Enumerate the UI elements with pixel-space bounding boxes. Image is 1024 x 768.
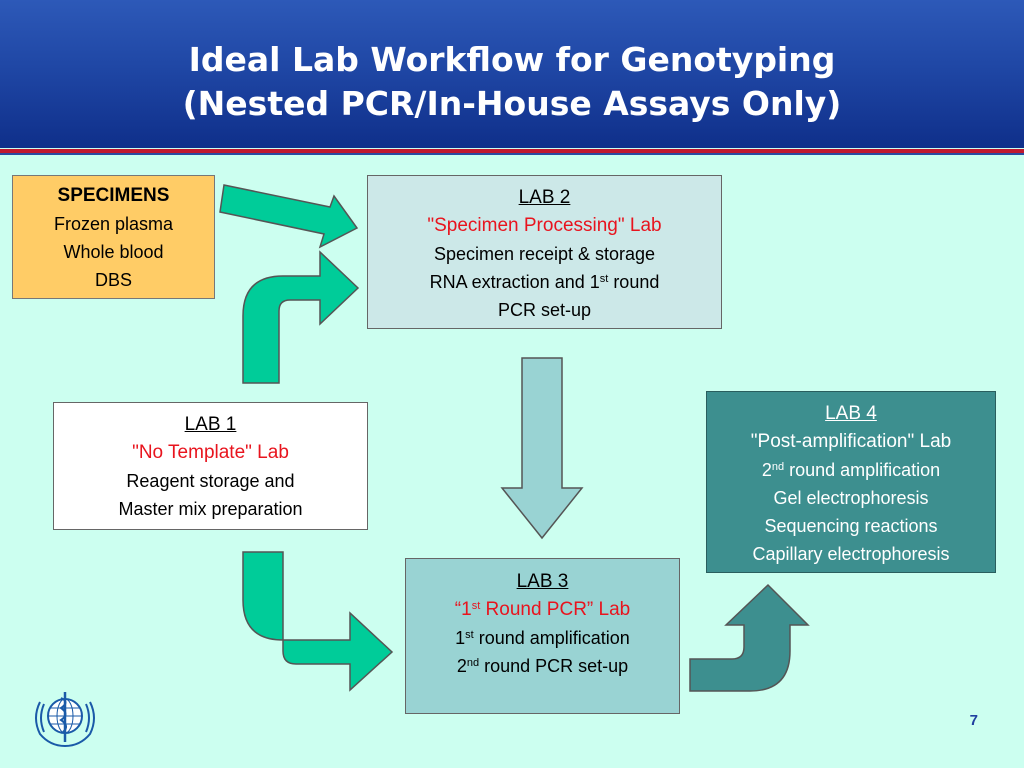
lab4-heading: LAB 4 xyxy=(825,403,877,424)
lab4-line: Gel electrophoresis xyxy=(773,488,929,508)
specimens-heading: SPECIMENS xyxy=(57,185,170,206)
lab4-line: Capillary electrophoresis xyxy=(752,544,950,564)
specimens-box: SPECIMENS Frozen plasma Whole blood DBS xyxy=(12,175,215,299)
arrow-lab2-to-lab3 xyxy=(500,357,584,540)
lab1-line: Reagent storage and xyxy=(126,471,295,491)
lab2-box: LAB 2 "Specimen Processing" Lab Specimen… xyxy=(367,175,722,329)
lab4-line: 2nd round amplification xyxy=(761,460,941,480)
title-banner xyxy=(0,0,1024,148)
slide-title: Ideal Lab Workflow for Genotyping (Neste… xyxy=(0,38,1024,126)
specimen-type: Whole blood xyxy=(63,242,164,262)
specimen-type: DBS xyxy=(94,270,132,290)
divider-red xyxy=(0,149,1024,153)
lab4-box: LAB 4 "Post-amplification" Lab 2nd round… xyxy=(706,391,996,573)
lab1-heading: LAB 1 xyxy=(184,414,237,435)
lab2-name: "Specimen Processing" Lab xyxy=(427,215,662,236)
specimen-type: Frozen plasma xyxy=(53,214,174,234)
lab3-box: LAB 3 “1st Round PCR” Lab 1st round ampl… xyxy=(405,558,680,714)
lab3-line: 2nd round PCR set-up xyxy=(456,656,629,676)
lab1-box: LAB 1 "No Template" Lab Reagent storage … xyxy=(53,402,368,530)
lab3-heading: LAB 3 xyxy=(516,571,569,592)
lab1-line: Master mix preparation xyxy=(118,499,303,519)
arrow-lab1-to-lab3 xyxy=(242,551,394,692)
lab1-name: "No Template" Lab xyxy=(132,442,289,463)
lab2-heading: LAB 2 xyxy=(518,187,571,208)
title-line-2: (Nested PCR/In-House Assays Only) xyxy=(182,84,842,123)
page-number: 7 xyxy=(969,712,978,729)
lab3-name: “1st Round PCR” Lab xyxy=(454,599,631,620)
arrow-specimens-to-lab2 xyxy=(219,184,359,249)
title-line-1: Ideal Lab Workflow for Genotyping xyxy=(188,40,836,79)
lab2-line: PCR set-up xyxy=(497,300,592,320)
arrow-lab1-to-lab2 xyxy=(242,250,360,384)
lab2-line: Specimen receipt & storage xyxy=(433,244,656,264)
lab4-name: "Post-amplification" Lab xyxy=(750,431,952,452)
lab3-line: 1st round amplification xyxy=(455,628,630,648)
arrow-lab3-to-lab4 xyxy=(689,583,810,692)
lab4-line: Sequencing reactions xyxy=(764,516,938,536)
who-emblem-icon xyxy=(35,692,95,748)
lab2-line: RNA extraction and 1st round xyxy=(429,272,660,292)
divider-blue xyxy=(0,153,1024,155)
